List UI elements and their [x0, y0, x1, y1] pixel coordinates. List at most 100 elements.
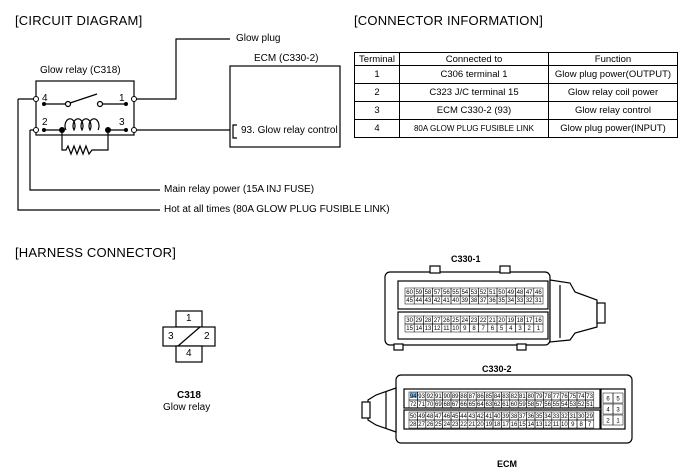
c330-2-pin-number: 56: [544, 402, 551, 408]
c330-2-pin-number: 26: [427, 422, 434, 428]
c330-1-pin-number: 52: [480, 290, 487, 296]
c330-1-pin-number: 47: [526, 290, 533, 296]
c330-2-pin-number: 11: [553, 422, 560, 428]
c330-2-side-pin-cell: [612, 414, 624, 426]
c330-2-pin-number: 25: [435, 422, 442, 428]
c330-1-pin-number: 40: [452, 298, 459, 304]
c330-2-pin-number: 75: [569, 394, 576, 400]
c330-2-pin-number: 70: [427, 402, 434, 408]
hot-at-all-times-label: Hot at all times (80A GLOW PLUG FUSIBLE …: [164, 204, 390, 215]
c330-1-pin-number: 33: [517, 298, 524, 304]
relay-pin-3: 3: [119, 117, 125, 128]
c330-1-pin-number: 31: [535, 298, 542, 304]
c330-2-pin-number: 64: [477, 402, 484, 408]
c330-2-pin-number: 53: [569, 402, 576, 408]
c330-1-pin-number: 28: [425, 318, 432, 324]
c330-1-pin-number: 18: [517, 318, 524, 324]
c330-2-pin-number: 24: [443, 422, 450, 428]
c330-2-pin-number: 62: [494, 402, 501, 408]
c330-2-pin-number: 47: [435, 414, 442, 420]
c330-1-pin-number: 37: [480, 298, 487, 304]
c330-1-pin-number: 30: [406, 318, 413, 324]
c330-2-pin-number: 57: [536, 402, 543, 408]
c330-1-pin-number: 3: [518, 326, 522, 332]
c330-2-pin-number: 14: [527, 422, 534, 428]
c330-2-pin-number: 63: [485, 402, 492, 408]
c318-pin-3: 3: [168, 331, 174, 342]
c318-pin-4: 4: [186, 348, 192, 359]
c330-2-pin-number: 28: [410, 422, 417, 428]
c330-1-pin-number: 55: [452, 290, 459, 296]
c330-1-pin-number: 38: [471, 298, 478, 304]
c330-1-pin-number: 19: [507, 318, 514, 324]
c330-1-pin-number: 1: [537, 326, 541, 332]
ecm-label: ECM (C330-2): [254, 53, 319, 64]
c330-1-pin-number: 9: [463, 326, 467, 332]
c330-2-pin-number: 52: [578, 402, 585, 408]
c330-2-pin-number: 82: [511, 394, 518, 400]
c330-2-pin-number: 19: [485, 422, 492, 428]
c330-2-pin-number: 32: [561, 414, 568, 420]
c330-1-pin-number: 21: [489, 318, 496, 324]
c330-1-pin-number: 15: [406, 326, 413, 332]
c330-1-pin-number: 24: [461, 318, 468, 324]
c330-1-pin-number: 27: [434, 318, 441, 324]
relay-pin-1: 1: [119, 93, 125, 104]
c330-2-pin-number: 80: [527, 394, 534, 400]
harness-connector-heading: [HARNESS CONNECTOR]: [15, 245, 177, 260]
c330-1-pin-number: 49: [507, 290, 514, 296]
c330-2-pin-number: 27: [418, 422, 425, 428]
c330-2-pin-number: 86: [477, 394, 484, 400]
c330-2-pin-number: 33: [553, 414, 560, 420]
c330-2-pin-number: 44: [460, 414, 467, 420]
c330-1-pin-number: 34: [507, 298, 514, 304]
c330-2-pin-number: 91: [435, 394, 442, 400]
c330-1-pin-number: 48: [517, 290, 524, 296]
c330-1-pin-number: 14: [415, 326, 422, 332]
c330-2-pin-cell: [585, 419, 595, 429]
c330-1-pin-number: 23: [471, 318, 478, 324]
c318-name: C318: [177, 390, 201, 401]
c330-1-pin-number: 45: [406, 298, 413, 304]
c330-2-pin-number: 12: [544, 422, 551, 428]
c330-1-pin-number: 6: [491, 326, 495, 332]
c330-1-pin-number: 51: [489, 290, 496, 296]
c330-2-pin-number: 46: [443, 414, 450, 420]
c330-1-pin-number: 57: [434, 290, 441, 296]
c330-2-pin-number: 54: [561, 402, 568, 408]
c330-1-pin-number: 60: [406, 290, 413, 296]
c330-2-pin-number: 66: [460, 402, 467, 408]
c318-pin-1: 1: [186, 313, 192, 324]
c330-2-pin-number: 81: [519, 394, 526, 400]
table-row: 2 C323 J/C terminal 15 Glow relay coil p…: [354, 83, 678, 102]
c330-1-label: C330-1: [451, 254, 481, 264]
c318-pin-2: 2: [204, 331, 210, 342]
c330-1-pin-number: 46: [535, 290, 542, 296]
relay-pin-4: 4: [42, 93, 48, 104]
c330-2-pin-number: 22: [460, 422, 467, 428]
c330-2-pin-number: 90: [443, 394, 450, 400]
c330-1-pin-cell: [533, 323, 544, 333]
main-relay-label: Main relay power (15A INJ FUSE): [164, 184, 315, 195]
c330-1-pin-number: 54: [461, 290, 468, 296]
c330-2-side-pin-number: 1: [616, 419, 620, 425]
ecm-connector-label: ECM: [497, 459, 517, 469]
c330-1-pin-number: 2: [528, 326, 532, 332]
c330-2-side-pin-number: 6: [606, 397, 610, 403]
c330-1-pin-number: 41: [443, 298, 450, 304]
c330-1-pin-number: 29: [415, 318, 422, 324]
c330-2-pin-number: 39: [502, 414, 509, 420]
c330-2-pin-number: 40: [494, 414, 501, 420]
c330-2-pin-number: 48: [427, 414, 434, 420]
c330-1-pin-number: 8: [472, 326, 476, 332]
c330-2-pin-number: 71: [418, 402, 425, 408]
c330-2-pin-number: 76: [561, 394, 568, 400]
c330-2-pin-number: 79: [536, 394, 543, 400]
c330-2-pin-number: 8: [580, 422, 584, 428]
c330-1-pin-number: 43: [425, 298, 432, 304]
c330-2-side-pin-cell: [612, 403, 624, 415]
connector-info-heading: [CONNECTOR INFORMATION]: [354, 13, 544, 28]
c330-2-pin-number: 65: [469, 402, 476, 408]
c330-2-pin-number: 68: [443, 402, 450, 408]
c330-1-pin-number: 7: [482, 326, 486, 332]
